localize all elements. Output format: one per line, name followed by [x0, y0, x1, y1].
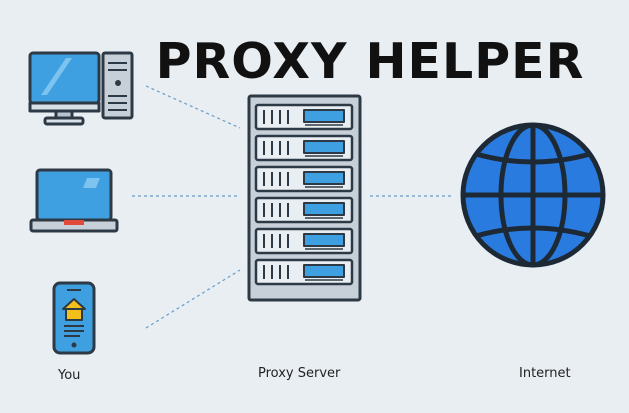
laptop-icon — [29, 168, 119, 233]
server-unit — [254, 134, 354, 162]
server-unit — [254, 227, 354, 255]
internet-label: Internet — [519, 366, 571, 381]
proxy-server-label: Proxy Server — [258, 366, 341, 381]
page-title: PROXY HELPER — [155, 33, 585, 90]
server-unit — [254, 196, 354, 224]
connector-lines — [132, 85, 452, 329]
server-rack-icon — [247, 94, 362, 302]
connector-desktop-proxy — [145, 85, 241, 129]
you-label: You — [58, 368, 81, 383]
server-unit — [254, 103, 354, 131]
smartphone-icon — [52, 281, 96, 355]
server-unit — [254, 165, 354, 193]
globe-icon — [460, 122, 606, 268]
server-unit — [254, 258, 354, 286]
desktop-computer-icon — [28, 51, 134, 126]
connector-phone-proxy — [145, 269, 241, 329]
server-units — [254, 103, 354, 286]
